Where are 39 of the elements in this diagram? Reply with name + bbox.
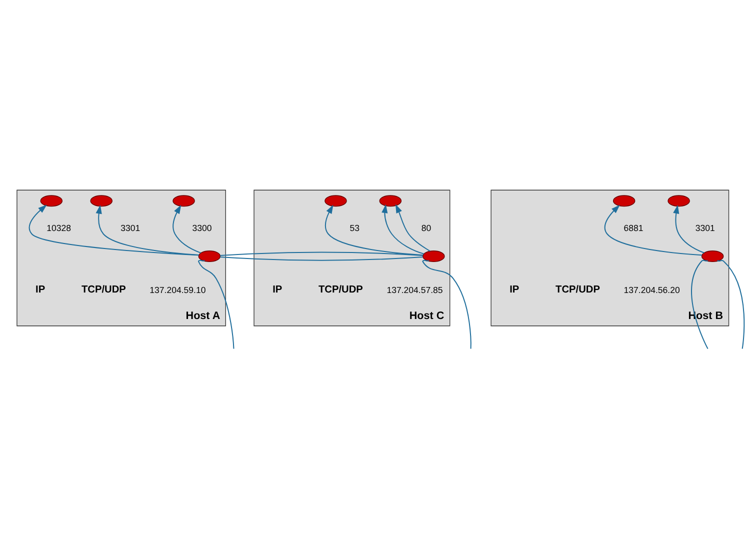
node-ellipse <box>701 250 724 262</box>
connector <box>422 259 472 348</box>
node-label: 3301 <box>695 222 715 232</box>
node-ellipse <box>612 194 636 206</box>
node-label: 6881 <box>624 222 644 232</box>
node-label: 10328 <box>46 222 72 232</box>
node-ellipse <box>324 194 347 206</box>
connector <box>717 259 745 348</box>
node-ellipse <box>422 250 445 262</box>
node-ellipse <box>379 194 402 206</box>
node-label: 137.204.57.85 <box>386 284 443 295</box>
node-label: 80 <box>421 222 432 232</box>
arrow <box>172 204 202 253</box>
connector <box>220 256 423 260</box>
node-label: 3300 <box>192 222 212 232</box>
node-label: 3301 <box>120 222 140 232</box>
arrow <box>324 204 423 256</box>
connector <box>220 251 423 256</box>
node-label: IP <box>36 284 46 295</box>
arrow <box>96 204 199 256</box>
node-label: IP <box>510 284 520 295</box>
node-label: TCP/UDP <box>81 284 126 295</box>
node-label: 53 <box>350 222 360 232</box>
node-ellipse <box>90 194 113 206</box>
arrow <box>673 204 704 253</box>
arrow <box>28 204 199 256</box>
arrow <box>604 204 702 256</box>
node-label: 137.204.59.10 <box>150 284 206 295</box>
node-label: 137.204.56.20 <box>624 284 680 295</box>
node-ellipse <box>668 194 690 206</box>
arrow <box>382 204 424 254</box>
arrow <box>395 204 430 252</box>
node-label: IP <box>272 284 282 295</box>
node-label: TCP/UDP <box>556 284 600 295</box>
node-ellipse <box>198 250 221 262</box>
connector <box>198 259 234 348</box>
node-ellipse <box>40 194 63 206</box>
node-label: TCP/UDP <box>318 284 363 295</box>
node-ellipse <box>172 194 195 206</box>
